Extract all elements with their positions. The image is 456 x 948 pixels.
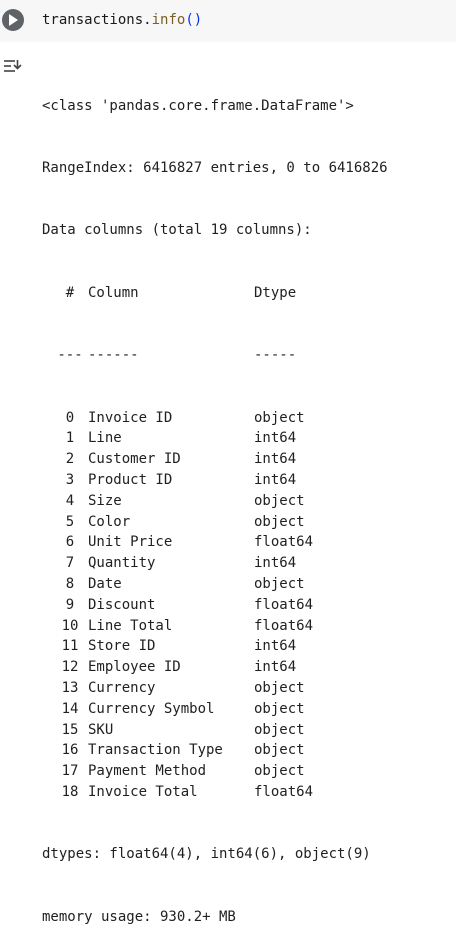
code-editor[interactable]: transactions.info() xyxy=(42,10,202,30)
row-column-name: Invoice Total xyxy=(88,783,198,800)
table-row: 18 Invoice Total float64 xyxy=(42,782,388,803)
table-row: 5 Color object xyxy=(42,512,388,533)
row-dtype: object xyxy=(254,742,305,759)
table-row: 16 Transaction Type object xyxy=(42,740,388,761)
row-dtype: object xyxy=(254,513,305,530)
row-dtype: int64 xyxy=(254,659,297,676)
row-index: 5 xyxy=(65,513,75,530)
row-dtype: int64 xyxy=(254,430,297,447)
play-icon xyxy=(9,14,18,26)
row-dtype: float64 xyxy=(254,534,314,551)
row-index: 0 xyxy=(65,409,75,426)
table-row: 11 Store ID int64 xyxy=(42,636,388,657)
row-dtype: int64 xyxy=(254,471,297,488)
table-row: 14 Currency Symbol object xyxy=(42,699,388,720)
code-cell[interactable]: transactions.info() xyxy=(0,0,456,42)
header-dtype: Dtype xyxy=(254,284,297,301)
table-row: 8 Date object xyxy=(42,574,388,595)
row-index: 8 xyxy=(65,575,75,592)
row-index: 15 xyxy=(61,721,79,738)
table-row: 0 Invoice ID object xyxy=(42,408,388,429)
row-index: 16 xyxy=(61,742,79,759)
memory-line: memory usage: 930.2+ MB xyxy=(42,908,236,925)
row-column-name: Store ID xyxy=(88,638,156,655)
row-column-name: Payment Method xyxy=(88,763,207,780)
row-dtype: object xyxy=(254,409,305,426)
range-index-line: RangeIndex: 6416827 entries, 0 to 641682… xyxy=(42,159,388,176)
row-index: 2 xyxy=(65,451,75,468)
row-column-name: Color xyxy=(88,513,131,530)
row-dtype: object xyxy=(254,492,305,509)
row-column-name: Size xyxy=(88,492,122,509)
output-toggle-icon[interactable] xyxy=(2,56,22,76)
row-column-name: SKU xyxy=(88,721,114,738)
table-header: # Column Dtype xyxy=(42,283,388,304)
row-column-name: Currency Symbol xyxy=(88,700,215,717)
row-column-name: Line xyxy=(88,430,122,447)
table-row: 17 Payment Method object xyxy=(42,761,388,782)
output-arrow-icon xyxy=(4,60,22,72)
row-dtype: int64 xyxy=(254,555,297,572)
row-index: 13 xyxy=(61,679,79,696)
row-dtype: object xyxy=(254,763,305,780)
row-dtype: int64 xyxy=(254,638,297,655)
header-num: # xyxy=(65,284,75,301)
cell-output: <class 'pandas.core.frame.DataFrame'> Ra… xyxy=(42,54,388,948)
row-index: 1 xyxy=(65,430,75,447)
table-row: 2 Customer ID int64 xyxy=(42,449,388,470)
table-row: 6 Unit Price float64 xyxy=(42,532,388,553)
dtypes-line: dtypes: float64(4), int64(6), object(9) xyxy=(42,846,371,863)
table-row: 10 Line Total float64 xyxy=(42,616,388,637)
row-column-name: Date xyxy=(88,575,122,592)
row-dtype: object xyxy=(254,575,305,592)
data-columns-line: Data columns (total 19 columns): xyxy=(42,222,312,239)
row-column-name: Unit Price xyxy=(88,534,173,551)
separator-dtype: ----- xyxy=(254,347,297,364)
row-index: 4 xyxy=(65,492,75,509)
row-dtype: object xyxy=(254,679,305,696)
code-method: info xyxy=(151,12,186,28)
row-dtype: object xyxy=(254,721,305,738)
row-index: 6 xyxy=(65,534,75,551)
run-cell-button[interactable] xyxy=(2,9,24,31)
row-index: 10 xyxy=(61,617,79,634)
column-list: 0 Invoice ID object 1 Line int64 2 Customer ID i… xyxy=(42,408,388,803)
row-column-name: Invoice ID xyxy=(88,409,173,426)
row-index: 11 xyxy=(61,638,79,655)
table-separator: --- ------ ----- xyxy=(42,345,388,366)
row-index: 17 xyxy=(61,763,79,780)
row-dtype: float64 xyxy=(254,617,314,634)
row-dtype: object xyxy=(254,700,305,717)
row-column-name: Currency xyxy=(88,679,156,696)
table-row: 4 Size object xyxy=(42,491,388,512)
separator-num: --- xyxy=(57,347,83,364)
row-column-name: Customer ID xyxy=(88,451,181,468)
row-column-name: Quantity xyxy=(88,555,156,572)
table-row: 1 Line int64 xyxy=(42,428,388,449)
table-row: 7 Quantity int64 xyxy=(42,553,388,574)
row-index: 12 xyxy=(61,659,79,676)
code-parens: () xyxy=(185,12,203,28)
table-row: 12 Employee ID int64 xyxy=(42,657,388,678)
row-dtype: float64 xyxy=(254,783,314,800)
header-column: Column xyxy=(88,284,139,301)
table-row: 3 Product ID int64 xyxy=(42,470,388,491)
row-index: 7 xyxy=(65,555,75,572)
row-column-name: Employee ID xyxy=(88,659,181,676)
row-index: 18 xyxy=(61,783,79,800)
row-column-name: Line Total xyxy=(88,617,173,634)
table-row: 15 SKU object xyxy=(42,720,388,741)
code-dot: . xyxy=(143,12,152,28)
table-row: 13 Currency object xyxy=(42,678,388,699)
row-dtype: int64 xyxy=(254,451,297,468)
separator-column: ------ xyxy=(88,347,139,364)
row-index: 14 xyxy=(61,700,79,717)
class-line: <class 'pandas.core.frame.DataFrame'> xyxy=(42,97,354,114)
row-column-name: Transaction Type xyxy=(88,742,223,759)
code-object: transactions xyxy=(42,12,144,28)
row-index: 3 xyxy=(65,471,75,488)
row-column-name: Product ID xyxy=(88,471,173,488)
